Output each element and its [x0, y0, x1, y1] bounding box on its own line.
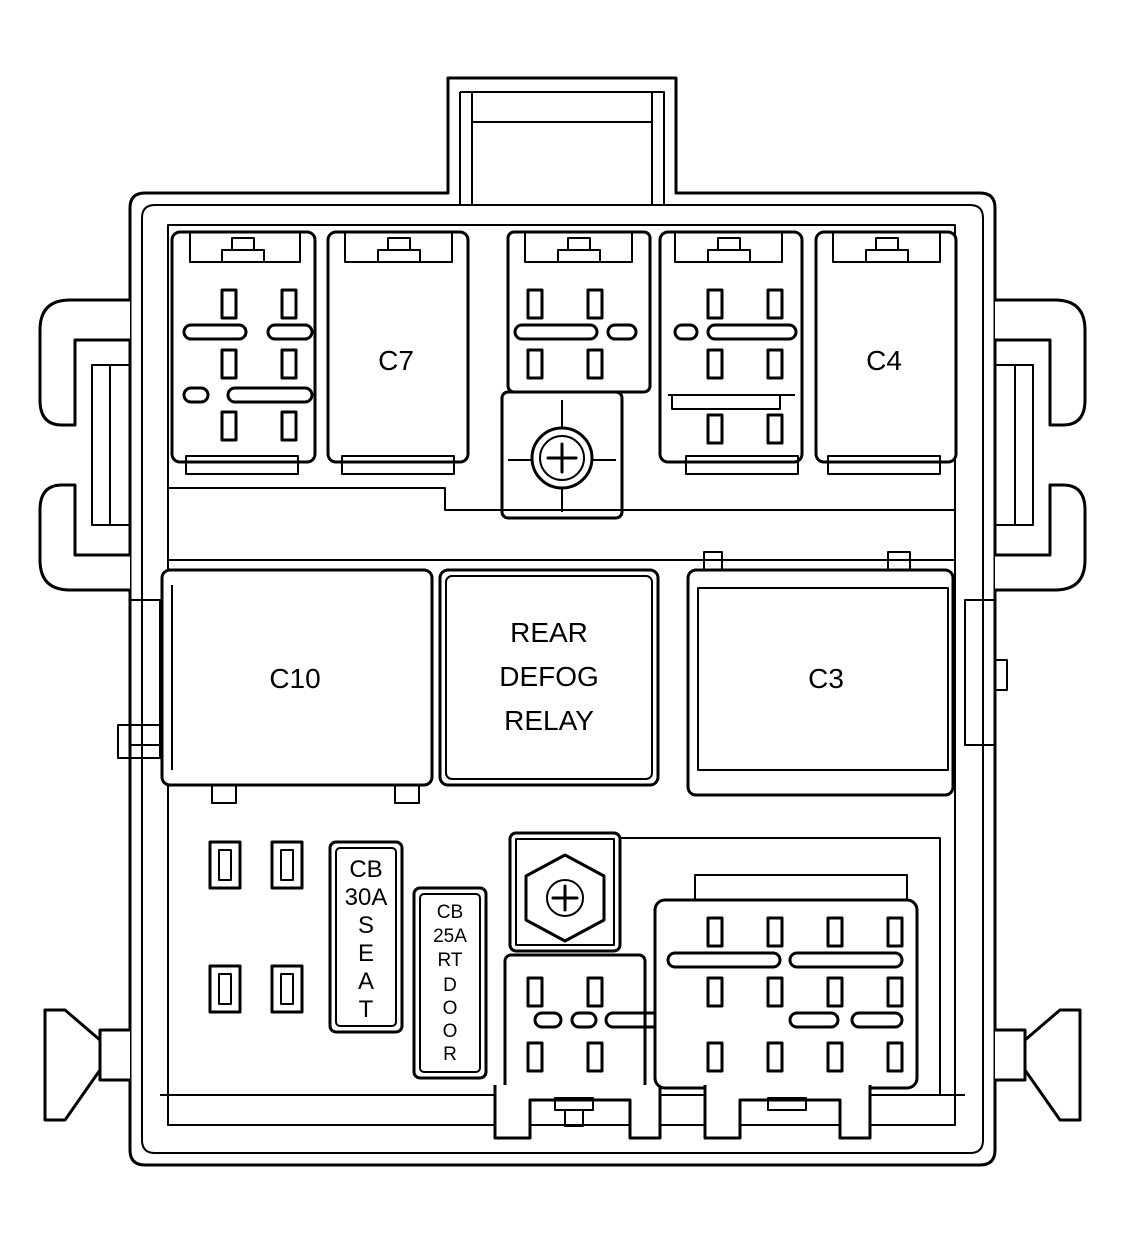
connector-top-left — [170, 230, 317, 475]
cb30-letter-2: E — [358, 940, 374, 967]
cb25-letter-4: R — [443, 1044, 457, 1065]
connector-c7-label: C7 — [378, 345, 414, 376]
cb25-letter-1: D — [443, 975, 457, 996]
cb25-letter-2: O — [443, 998, 458, 1019]
rear-defog-relay: REAR DEFOG RELAY — [438, 568, 660, 787]
relay-label-line2: DEFOG — [499, 661, 599, 692]
circuit-breaker-25a-rt-door: CB 25A RT D O O R — [412, 886, 488, 1080]
cb30-line2: 30A — [345, 884, 388, 911]
cb30-letter-4: T — [359, 996, 374, 1023]
cb30-line1: CB — [349, 856, 382, 883]
connector-c7: C7 — [326, 230, 470, 475]
cb30-letter-3: A — [358, 968, 374, 995]
connector-c4-label: C4 — [866, 345, 902, 376]
connector-top-center-left — [500, 230, 652, 520]
circuit-breaker-30a-seat: CB 30A S E A T — [328, 840, 404, 1034]
connector-bottom-center — [493, 953, 778, 1140]
bottom-pins — [43, 1008, 1082, 1122]
connector-c4: C4 — [814, 230, 958, 475]
cb25-line2: 25A — [433, 926, 467, 947]
fuse-slots — [208, 840, 304, 1014]
connector-bottom-right — [653, 874, 919, 1140]
cb30-letter-1: S — [358, 912, 374, 939]
connector-c10: C10 — [160, 568, 434, 804]
connector-c10-label: C10 — [269, 663, 320, 694]
connector-top-center-right — [658, 230, 804, 475]
connector-c3: C3 — [686, 551, 955, 797]
relay-label-line3: RELAY — [504, 705, 594, 736]
right-mounting-tabs — [964, 298, 1087, 746]
relay-label-line1: REAR — [510, 617, 588, 648]
cb25-line1: CB — [437, 902, 463, 923]
power-stud — [508, 831, 941, 1095]
cb25-letter-3: O — [443, 1021, 458, 1042]
cb25-line3: RT — [438, 950, 463, 971]
left-mounting-tabs — [38, 298, 161, 759]
connector-c3-label: C3 — [808, 663, 844, 694]
